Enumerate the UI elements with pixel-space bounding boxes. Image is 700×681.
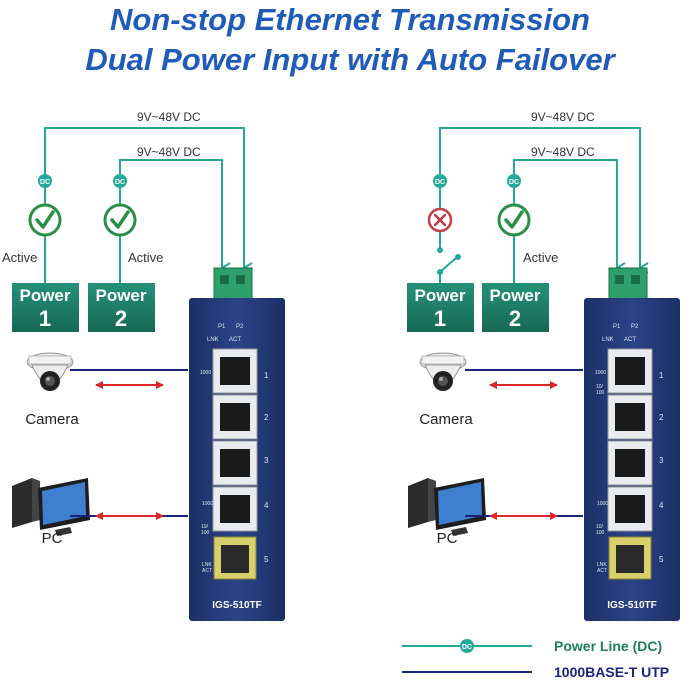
svg-text:DC: DC xyxy=(509,179,519,186)
page-title: Non-stop Ethernet Transmission Dual Powe… xyxy=(0,0,700,80)
power-line-1 xyxy=(44,127,253,274)
device-label-pc: PC xyxy=(437,530,458,547)
switch-open-icon xyxy=(437,247,461,275)
legend-power-label: Power Line (DC) xyxy=(554,638,662,654)
power-supply-2: Power 2 xyxy=(88,283,155,332)
svg-text:1000: 1000 xyxy=(200,370,211,376)
power-line-2 xyxy=(513,159,626,274)
port-number: 2 xyxy=(264,413,269,422)
legend-utp-label: 1000BASE-T UTP xyxy=(554,664,669,680)
power-supply-1: Power 1 xyxy=(407,283,474,332)
power-number: 2 xyxy=(509,306,521,331)
cross-icon xyxy=(427,207,453,233)
dc-badge: DC xyxy=(38,174,52,188)
title-line-2: Dual Power Input with Auto Failover xyxy=(85,42,615,77)
pc-icon xyxy=(12,478,90,536)
check-icon xyxy=(103,203,137,237)
lnk-label: LNK xyxy=(602,337,614,343)
device-label-camera: Camera xyxy=(419,411,473,428)
svg-text:100: 100 xyxy=(596,530,605,536)
power-line-1 xyxy=(439,127,649,274)
svg-text:10/: 10/ xyxy=(596,524,604,530)
switch-model-label: IGS-510TF xyxy=(212,600,261,611)
svg-text:100: 100 xyxy=(201,530,210,536)
svg-text:1000: 1000 xyxy=(595,370,606,376)
power-word: Power xyxy=(489,286,540,305)
voltage-label-2: 9V~48V DC xyxy=(137,145,201,159)
led-label-p2: P2 xyxy=(631,324,639,330)
svg-text:DC: DC xyxy=(40,179,50,186)
svg-text:100: 100 xyxy=(596,390,605,396)
svg-text:1000: 1000 xyxy=(597,501,608,507)
port-number: 1 xyxy=(659,371,664,380)
led-label-p2: P2 xyxy=(236,324,244,330)
power-state-label: Active xyxy=(523,250,558,265)
switch: P1 P2 LNK ACT 1000 10/ 100 1000 10/ 100 … xyxy=(584,267,680,621)
legend: DC Power Line (DC) 1000BASE-T UTP xyxy=(402,638,669,680)
port-number: 5 xyxy=(659,555,664,564)
port-number: 2 xyxy=(659,413,664,422)
switch-model-label: IGS-510TF xyxy=(607,600,656,611)
svg-text:DC: DC xyxy=(115,179,125,186)
led-label-p1: P1 xyxy=(218,324,226,330)
device-label-camera: Camera xyxy=(25,411,79,428)
title-line-1: Non-stop Ethernet Transmission xyxy=(110,2,590,37)
port-number: 4 xyxy=(659,501,664,510)
port-number: 4 xyxy=(264,501,269,510)
power-state-label: Active xyxy=(2,250,37,265)
svg-text:LNK: LNK xyxy=(597,562,607,568)
svg-text:DC: DC xyxy=(462,644,472,651)
svg-text:DC: DC xyxy=(435,179,445,186)
scenario-right: 9V~48V DC 9V~48V DC DC DC Active Power 1… xyxy=(407,110,680,621)
camera-icon xyxy=(419,352,467,391)
power-word: Power xyxy=(95,286,146,305)
power-number: 1 xyxy=(434,306,446,331)
power-word: Power xyxy=(414,286,465,305)
voltage-label-1: 9V~48V DC xyxy=(137,110,201,124)
check-icon xyxy=(28,203,62,237)
svg-text:LNK: LNK xyxy=(202,562,212,568)
act-label: ACT xyxy=(624,337,636,343)
svg-text:1000: 1000 xyxy=(202,501,213,507)
power-line-2 xyxy=(119,159,231,274)
power-number: 2 xyxy=(115,306,127,331)
device-label-pc: PC xyxy=(42,530,63,547)
dc-badge: DC xyxy=(507,174,521,188)
switch: P1 P2 LNK ACT 1000 1000 10/ 100 LNK ACT … xyxy=(189,267,285,621)
svg-text:10/: 10/ xyxy=(596,384,604,390)
power-state-label: Active xyxy=(128,250,163,265)
voltage-label-2: 9V~48V DC xyxy=(531,145,595,159)
act-label: ACT xyxy=(229,337,241,343)
power-supply-2: Power 2 xyxy=(482,283,549,332)
power-number: 1 xyxy=(39,306,51,331)
port-number: 5 xyxy=(264,555,269,564)
pc-icon xyxy=(408,478,486,536)
voltage-label-1: 9V~48V DC xyxy=(531,110,595,124)
dc-badge: DC xyxy=(433,174,447,188)
svg-text:ACT: ACT xyxy=(597,568,607,574)
lnk-label: LNK xyxy=(207,337,219,343)
dc-badge: DC xyxy=(460,639,474,653)
led-label-p1: P1 xyxy=(613,324,621,330)
port-number: 3 xyxy=(659,456,664,465)
check-icon xyxy=(497,203,531,237)
dc-badge: DC xyxy=(113,174,127,188)
scenario-left: 9V~48V DC 9V~48V DC DC DC Active Active … xyxy=(2,110,285,621)
port-number: 1 xyxy=(264,371,269,380)
svg-text:10/: 10/ xyxy=(201,524,209,530)
power-supply-1: Power 1 xyxy=(12,283,79,332)
svg-text:ACT: ACT xyxy=(202,568,212,574)
power-word: Power xyxy=(19,286,70,305)
port-number: 3 xyxy=(264,456,269,465)
camera-icon xyxy=(26,352,74,391)
